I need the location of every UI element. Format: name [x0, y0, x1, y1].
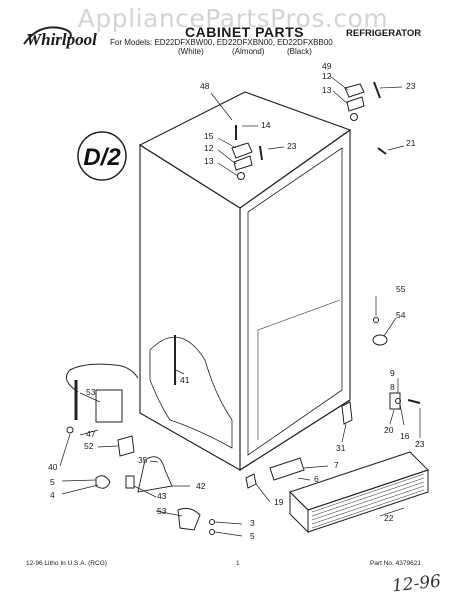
callout-4: 4 — [50, 490, 55, 500]
watermark: AppliancePartsPros.com — [77, 4, 389, 33]
callout-12-top-right: 12 — [322, 71, 332, 81]
callout-19: 19 — [274, 497, 284, 507]
toe-grille — [289, 451, 429, 534]
callout-42: 42 — [196, 481, 206, 491]
wiring-harness — [65, 363, 215, 535]
callout-5-bottom: 5 — [250, 531, 255, 541]
svg-text:D/2: D/2 — [83, 144, 121, 171]
callout-53-upper: 53 — [86, 387, 96, 397]
callout-35: 35 — [138, 455, 148, 465]
footer-page-number: 1 — [236, 560, 240, 567]
callout-5-left: 5 — [50, 477, 55, 487]
leveler — [372, 317, 388, 346]
models-line: For Models: ED22DFXBW00, ED22DFXBN00, ED… — [110, 38, 333, 47]
callout-9: 9 — [390, 368, 395, 378]
color-black: (Black) — [287, 47, 312, 56]
callout-23-right: 23 — [415, 439, 425, 449]
callout-43: 43 — [157, 491, 167, 501]
callout-49: 49 — [322, 61, 332, 71]
color-almond: (Almond) — [232, 47, 265, 56]
callout-55: 55 — [396, 284, 406, 294]
callout-23-top-right: 23 — [406, 81, 416, 91]
callout-47: 47 — [86, 429, 96, 439]
callout-48: 48 — [200, 81, 210, 91]
callout-6: 6 — [314, 474, 319, 484]
callout-15: 15 — [204, 131, 214, 141]
top-left-hinge — [231, 125, 253, 180]
callout-14: 14 — [261, 120, 271, 130]
callout-53-lower: 53 — [157, 506, 167, 516]
callout-16: 16 — [400, 431, 410, 441]
d2-badge: D/2 — [77, 131, 127, 181]
callout-12-top-left: 12 — [204, 143, 214, 153]
callout-23-top-left: 23 — [287, 141, 297, 151]
bottom-bracket — [245, 457, 305, 489]
page-title: CABINET PARTS — [185, 24, 305, 40]
footer-litho: 12-96 Litho In U.S.A. (RCG) — [26, 560, 107, 567]
cabinet-shell — [138, 91, 352, 472]
leader-lines — [59, 75, 421, 537]
callout-21: 21 — [406, 138, 416, 148]
callout-7: 7 — [334, 460, 339, 470]
callout-13-top-right: 13 — [322, 85, 332, 95]
product-category: REFRIGERATOR — [346, 28, 422, 39]
footer-part-number: Part No. 4379621 — [370, 560, 421, 567]
callout-31: 31 — [336, 443, 346, 453]
callout-20: 20 — [384, 425, 394, 435]
callout-8: 8 — [390, 382, 395, 392]
callout-41: 41 — [180, 375, 190, 385]
callout-22: 22 — [384, 513, 394, 523]
callout-54: 54 — [396, 310, 406, 320]
color-white: (White) — [178, 47, 204, 56]
callout-13-top-left: 13 — [204, 156, 214, 166]
brand-logo-swirl — [23, 26, 72, 45]
bottom-right-hinge — [341, 392, 421, 425]
callout-52: 52 — [84, 441, 94, 451]
top-right-hinge — [344, 81, 381, 121]
callout-40: 40 — [48, 462, 58, 472]
callout-3: 3 — [250, 518, 255, 528]
brand-logo: Whirlpool — [26, 30, 97, 49]
